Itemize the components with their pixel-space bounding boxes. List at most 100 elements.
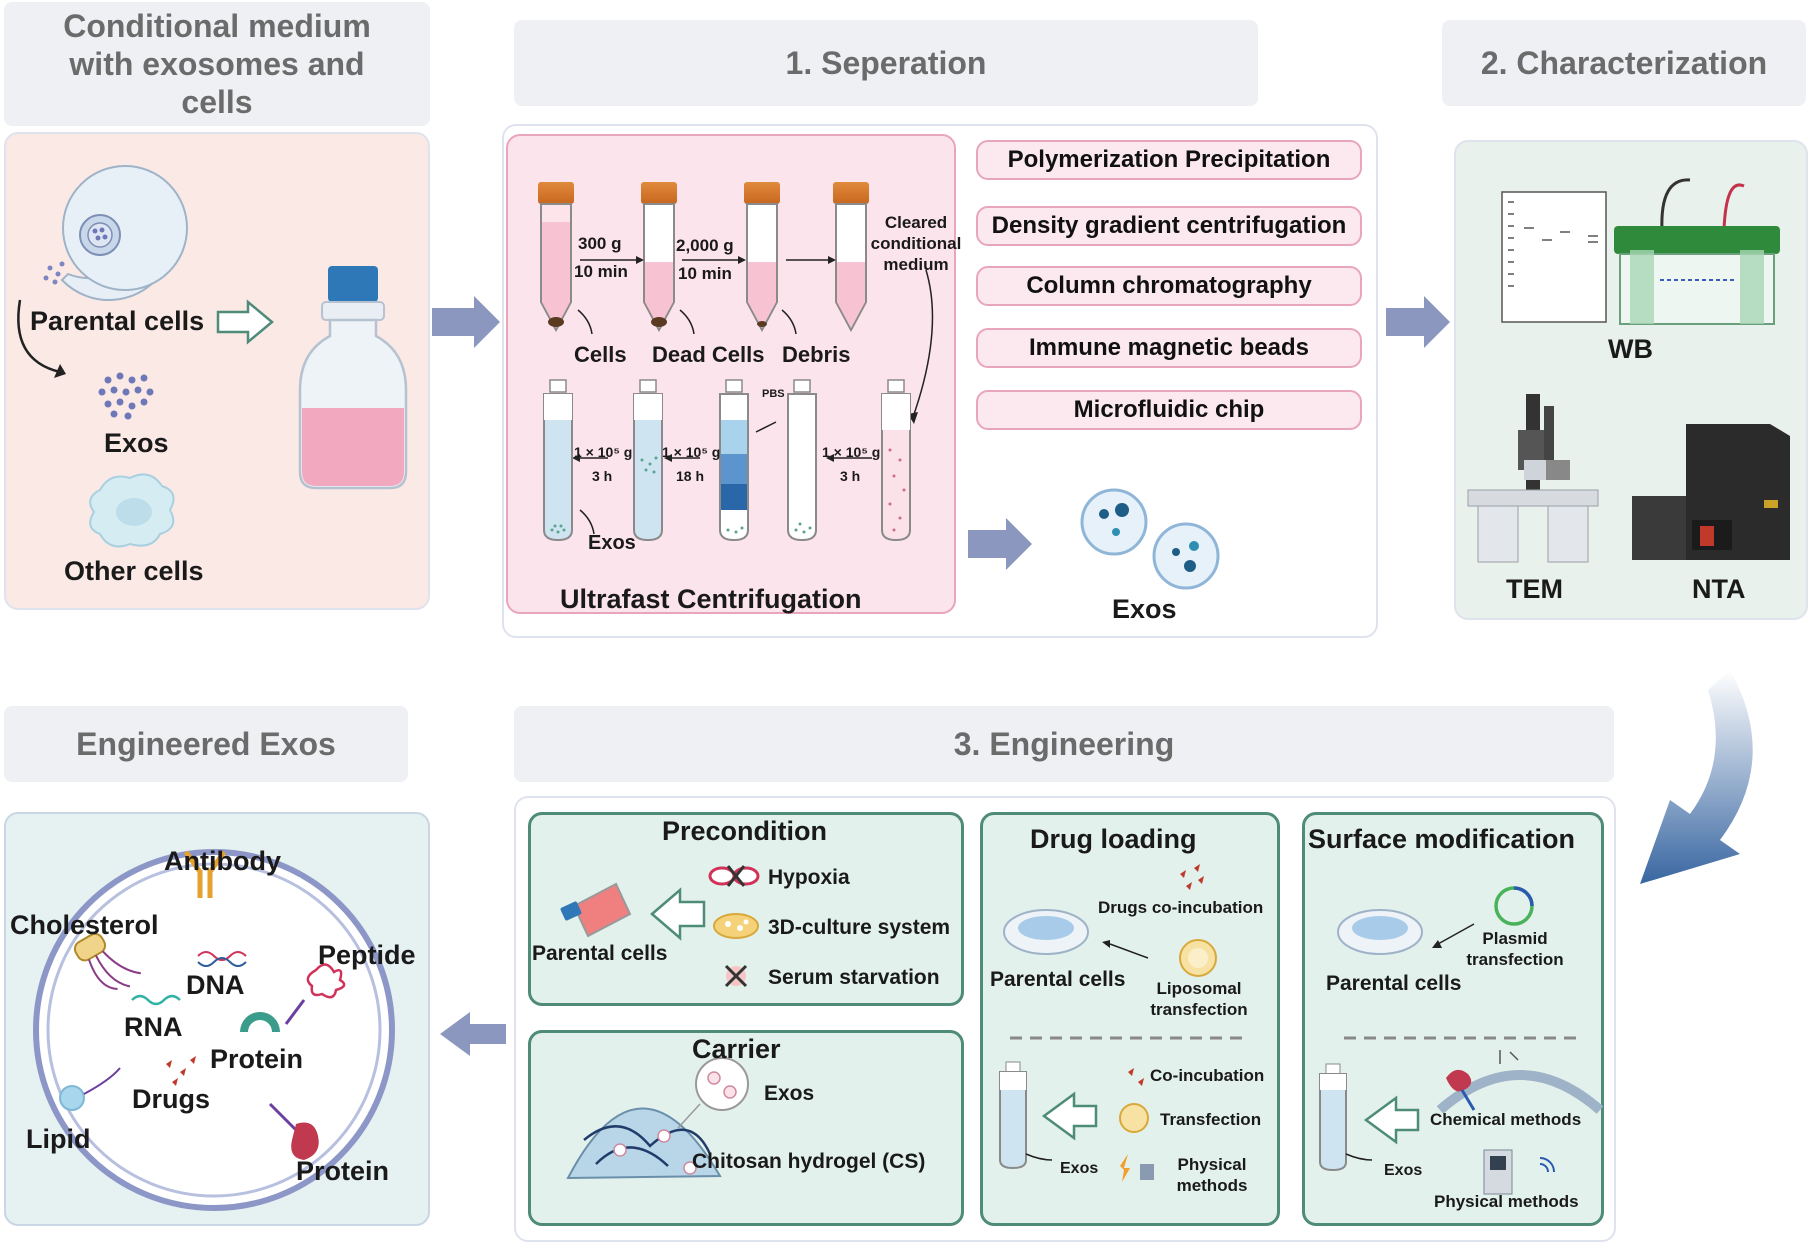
drug-physical-methods-label: Physical methods	[1176, 1155, 1248, 1195]
surface-modification-title: Surface modification	[1308, 824, 1576, 854]
drugs-label: Drugs	[132, 1084, 211, 1114]
serum-starvation-icon	[724, 964, 748, 988]
liposome-icon	[1179, 939, 1217, 977]
lipid-label: Lipid	[26, 1124, 91, 1154]
separation-exos-label: Exos	[1112, 594, 1177, 624]
dna-label: DNA	[186, 970, 245, 1000]
surface-parental-cells-label: Parental cells	[1326, 972, 1462, 995]
parental-cells-label: Parental cells	[30, 306, 205, 336]
drug-loading-tube-icon	[999, 1061, 1027, 1170]
3d-culture-label: 3D-culture system	[768, 916, 951, 939]
uc-c-speed-label: 1 × 10⁵ g	[822, 444, 881, 460]
flow-arrow-1-icon	[432, 296, 500, 348]
ultracentrifuge-tubes-icon	[543, 379, 911, 542]
physical-methods-icon	[1120, 1154, 1154, 1182]
precondition-parental-cells-label: Parental cells	[532, 942, 668, 965]
carrier-exos-label: Exos	[764, 1082, 815, 1105]
protein-outer-label: Protein	[296, 1156, 390, 1186]
tube-step-arrows-icon	[577, 259, 934, 535]
step2-speed-label: 2,000 g	[676, 236, 734, 255]
outline-arrow-icon	[216, 299, 274, 345]
drug-loading-parental-cells-label: Parental cells	[990, 968, 1126, 991]
plasmid-transfection-label: Plasmid transfection	[1466, 929, 1564, 969]
header-conditional-medium: Conditional medium with exosomes and cel…	[4, 2, 430, 126]
plasmid-icon	[1494, 886, 1534, 926]
hypoxia-label: Hypoxia	[768, 866, 850, 889]
pbs-label: PBS	[762, 388, 785, 400]
centrifugation-exos-label: Exos	[588, 532, 636, 554]
ultrafast-centrifugation-title: Ultrafast Centrifugation	[560, 584, 862, 614]
uc-a-time-label: 3 h	[592, 468, 613, 484]
precondition-title: Precondition	[662, 816, 828, 846]
exos-cluster-icon	[98, 372, 154, 420]
uc-b-speed-label: 1 × 10⁵ g	[662, 444, 721, 460]
carrier-panel	[528, 1030, 964, 1226]
tem-label: TEM	[1506, 574, 1563, 604]
engineered-exosome-icon	[33, 849, 395, 1211]
outline-arrow-precondition-icon	[650, 887, 706, 941]
surface-dish-icon	[1337, 909, 1423, 955]
culture-bottle-icon	[298, 266, 408, 490]
parental-cell-icon	[43, 165, 188, 301]
culture-flask-icon	[560, 882, 632, 938]
curved-arrow-icon	[1640, 670, 1753, 884]
other-cells-label: Other cells	[64, 556, 204, 586]
nta-label: NTA	[1692, 574, 1746, 604]
step1-time-label: 10 min	[574, 262, 628, 281]
cholesterol-label: Cholesterol	[10, 910, 159, 940]
method-density-gradient: Density gradient centrifugation	[976, 206, 1362, 246]
3d-culture-icon	[713, 913, 759, 939]
tem-microscope-icon	[1467, 394, 1599, 563]
header-characterization: 2. Characterization	[1442, 20, 1806, 106]
drug-loading-exos-label: Exos	[1060, 1160, 1099, 1177]
drug-particles-icon	[1180, 864, 1204, 890]
other-cells-icon	[89, 473, 175, 548]
pellet-cells-label: Cells	[574, 342, 627, 367]
drug-loading-dish-icon	[1003, 909, 1089, 955]
step2-time-label: 10 min	[678, 264, 732, 283]
drug-loading-title: Drug loading	[1030, 824, 1197, 854]
surface-exos-label: Exos	[1384, 1162, 1423, 1179]
curve-arrow-icon	[17, 299, 61, 374]
western-blot-icon	[1501, 178, 1780, 325]
chemical-methods-label: Chemical methods	[1430, 1110, 1582, 1129]
surface-physical-methods-icon	[1483, 1149, 1555, 1195]
surface-physical-methods-label: Physical methods	[1434, 1192, 1579, 1211]
uc-b-time-label: 18 h	[676, 468, 705, 484]
drugs-coincubation-label: Drugs co-incubation	[1098, 898, 1264, 917]
surface-tube-icon	[1319, 1063, 1347, 1172]
method-immune-magnetic-beads: Immune magnetic beads	[976, 328, 1362, 368]
conical-tubes-icon	[538, 182, 869, 333]
outline-arrow-drug-icon	[1041, 1091, 1098, 1141]
wb-label: WB	[1608, 334, 1653, 364]
separation-methods-list: Polymerization Precipitation Density gra…	[976, 140, 1362, 440]
rna-label: RNA	[124, 1012, 183, 1042]
transfection-icon	[1119, 1103, 1149, 1133]
exosome-spheres-icon	[1080, 488, 1220, 590]
header-separation: 1. Seperation	[514, 20, 1258, 106]
chemical-methods-icon	[1436, 1050, 1604, 1114]
carrier-title: Carrier	[692, 1034, 781, 1064]
serum-starvation-label: Serum starvation	[768, 966, 940, 989]
drug-loading-panel	[980, 812, 1280, 1226]
method-polymerization-precipitation: Polymerization Precipitation	[976, 140, 1362, 180]
header-engineered-exos: Engineered Exos	[4, 706, 408, 782]
pellet-debris-label: Debris	[782, 342, 851, 367]
cleared-medium-label: Cleared conditional medium	[870, 213, 962, 274]
pellet-dead-cells-label: Dead Cells	[652, 342, 765, 367]
outline-arrow-surface-icon	[1363, 1095, 1420, 1145]
hydrogel-icon	[566, 1057, 749, 1180]
peptide-label: Peptide	[318, 940, 416, 970]
step1-speed-label: 300 g	[578, 234, 622, 253]
flow-arrow-2-icon	[1386, 296, 1450, 348]
protein-inner-label: Protein	[210, 1044, 304, 1074]
transfection-label: Transfection	[1160, 1110, 1262, 1129]
uc-a-speed-label: 1 × 10⁵ g	[574, 444, 633, 460]
antibody-label: Antibody	[164, 846, 281, 876]
method-microfluidic-chip: Microfluidic chip	[976, 390, 1362, 430]
uc-c-time-label: 3 h	[840, 468, 861, 484]
exos-label: Exos	[104, 428, 169, 458]
coincubation-label: Co-incubation	[1150, 1066, 1265, 1085]
hydrogel-label: Chitosan hydrogel (CS)	[692, 1150, 926, 1173]
